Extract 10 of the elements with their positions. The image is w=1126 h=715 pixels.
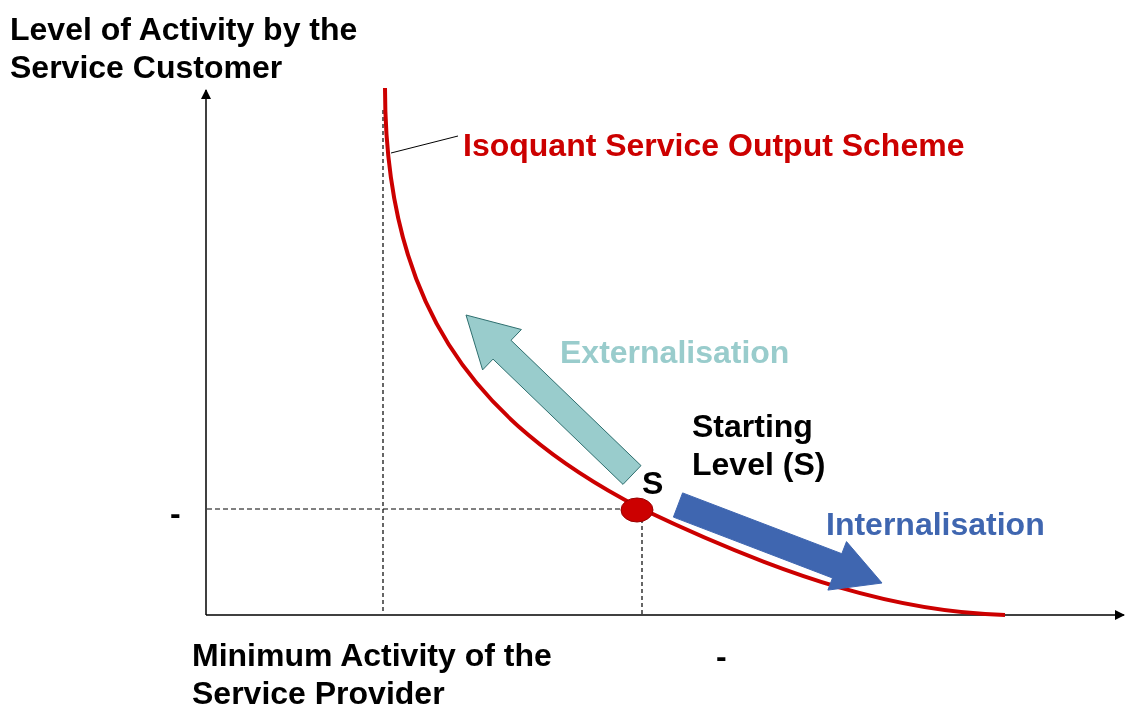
tick-mark-label: -: [716, 637, 727, 675]
direction-label: Externalisation: [560, 333, 790, 371]
axis-title: Level of Activity by the Service Customer: [10, 10, 359, 86]
point-label: S: [642, 464, 664, 502]
leader-line: [390, 135, 459, 154]
tick-mark-label: -: [170, 494, 181, 532]
direction-label: Internalisation: [826, 505, 1045, 543]
curve-label: Isoquant Service Output Scheme: [463, 126, 965, 164]
axis-title: Minimum Activity of the Service Provider: [192, 636, 553, 712]
point-description: Starting Level (S): [692, 407, 827, 483]
